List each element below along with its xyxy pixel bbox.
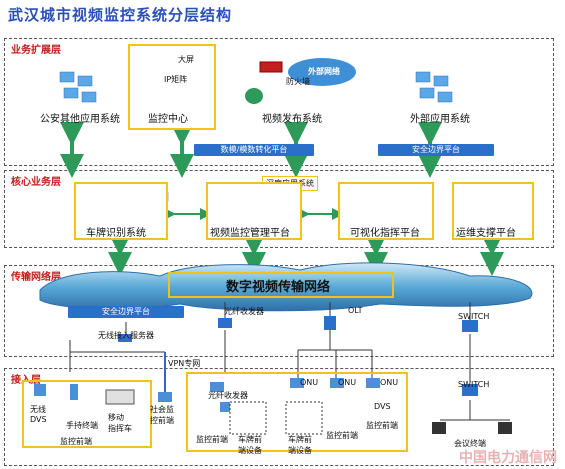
monitor-front-3-label: 监控前端 xyxy=(326,431,358,440)
monitor-center-box xyxy=(128,44,216,130)
access-device-icons xyxy=(34,378,512,434)
switch-label: SWITCH xyxy=(458,312,490,321)
video-publish-label: 视频发布系统 xyxy=(262,114,322,125)
layer-label-business: 业务扩展层 xyxy=(11,45,61,56)
visual-cmd-box xyxy=(338,182,434,240)
plate-front-2-label: 车牌前 端设备 xyxy=(288,435,312,455)
onu-2-label: ONU xyxy=(338,378,357,387)
footer-watermark: 中国电力通信网 xyxy=(459,450,557,466)
layer-business: 业务扩展层 xyxy=(4,38,554,166)
fiber-transceiver-label: 光纤收发器 xyxy=(224,307,264,316)
access-switch-label: SWITCH xyxy=(458,380,490,389)
monitor-front-1-label: 监控前端 xyxy=(60,437,92,446)
big-screen-label: 大屏 xyxy=(178,55,194,64)
da-platform-bar: 数模/模数转化平台 xyxy=(194,144,314,156)
firewall-label: 防火墙 xyxy=(286,77,310,86)
monitor-front-2-label: 监控前端 xyxy=(196,435,228,444)
ops-support-label: 运维支撑平台 xyxy=(456,228,516,239)
ip-matrix-label: IP矩阵 xyxy=(164,75,188,84)
mobile-cmd-label: 移动 指挥车 xyxy=(108,413,132,433)
ops-support-box xyxy=(452,182,534,240)
transport-device-icons xyxy=(118,316,478,396)
network-name-label: 数字视频传输网络 xyxy=(226,280,331,295)
access-right-box xyxy=(186,372,408,452)
plate-recog-label: 车牌识别系统 xyxy=(86,228,146,239)
handheld-label: 手持终端 xyxy=(66,421,98,430)
onu-1-label: ONU xyxy=(300,378,319,387)
visual-cmd-label: 可视化指挥平台 xyxy=(350,228,420,239)
page-title: 武汉城市视频监控系统分层结构 xyxy=(8,6,233,24)
security-border-bar: 安全边界平台 xyxy=(68,306,184,318)
vpn-label: VPN专网 xyxy=(168,359,201,368)
olt-label: OLT xyxy=(348,306,363,315)
police-apps-label: 公安其他应用系统 xyxy=(40,114,120,125)
social-monitor-label: 社会监 控前端 xyxy=(150,405,174,425)
external-net-label: 外部网络 xyxy=(308,67,340,76)
wireless-dvs-label: 无线 DVS xyxy=(30,405,47,424)
transport-cloud xyxy=(39,262,533,312)
dvs-label: DVS xyxy=(374,402,391,411)
conference-label: 会议终端 xyxy=(454,439,486,448)
layer-transport: 传输网络层 xyxy=(4,265,554,357)
layer-arrows xyxy=(60,122,504,276)
layer-core: 核心业务层 xyxy=(4,170,554,248)
monitor-center-label: 监控中心 xyxy=(148,114,188,125)
layer-label-core: 核心业务层 xyxy=(11,177,61,188)
firewall-icon xyxy=(245,58,356,104)
security-border-top-bar: 安全边界平台 xyxy=(378,144,494,156)
monitor-front-4-label: 监控前端 xyxy=(366,421,398,430)
wireless-server-label: 无线接入服务器 xyxy=(98,331,154,340)
network-lines xyxy=(69,302,510,421)
onu-3-label: ONU xyxy=(380,378,399,387)
plate-front-1-label: 车牌前 端设备 xyxy=(238,435,262,455)
fiber-transceiver-access-label: 光纤收发器 xyxy=(208,391,248,400)
external-apps-label: 外部应用系统 xyxy=(410,114,470,125)
layer-label-transport: 传输网络层 xyxy=(11,272,61,283)
video-mgmt-label: 视频监控管理平台 xyxy=(210,228,290,239)
wireless-front-box xyxy=(22,380,152,448)
video-mgmt-box xyxy=(206,182,302,240)
access-dashed-boxes xyxy=(229,401,323,435)
network-name-box xyxy=(168,272,394,298)
plate-recog-box xyxy=(74,182,168,240)
